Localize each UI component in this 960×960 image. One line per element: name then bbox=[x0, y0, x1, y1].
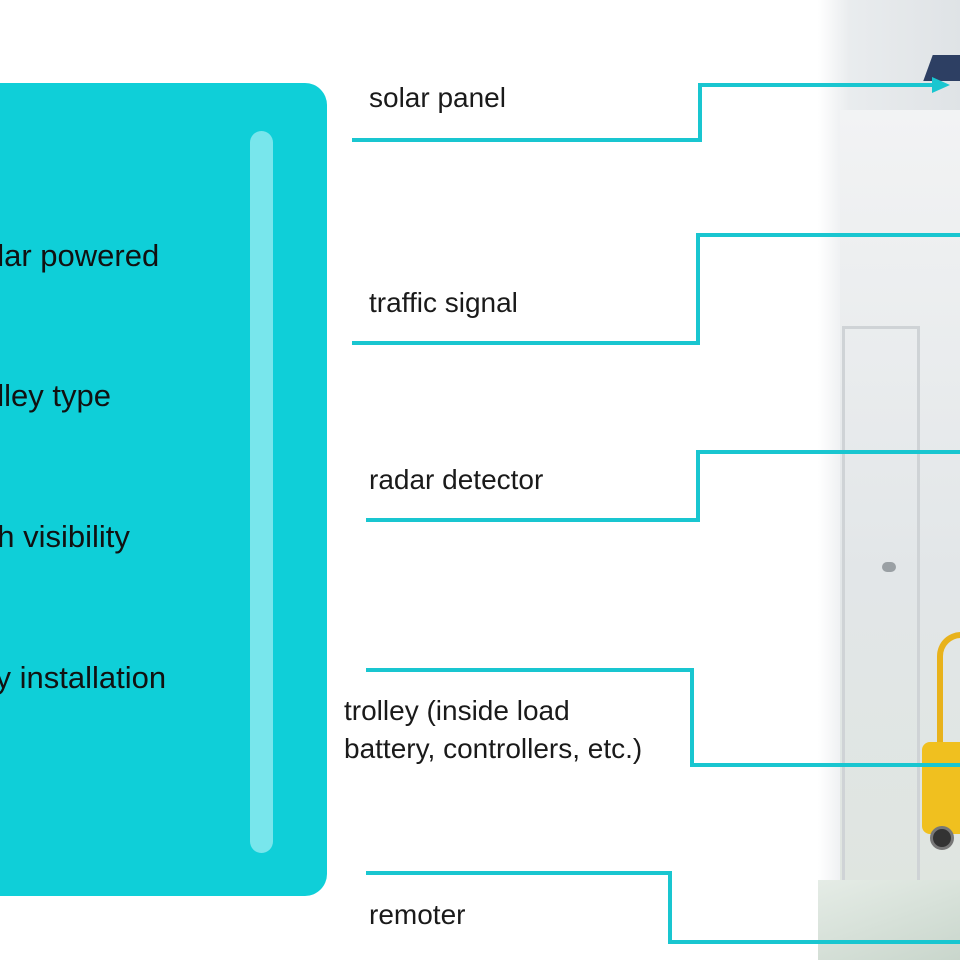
label-traffic-signal: traffic signal bbox=[369, 287, 518, 318]
feature-solar-powered: olar powered bbox=[0, 238, 160, 273]
label-trolley-line-2: battery, controllers, etc.) bbox=[344, 733, 643, 764]
label-solar-panel: solar panel bbox=[369, 82, 506, 113]
label-trolley: trolley (inside load battery, controller… bbox=[344, 692, 642, 768]
trolley-wheel-image bbox=[930, 826, 954, 850]
leader-trolley bbox=[366, 668, 960, 767]
photo-door-frame bbox=[842, 326, 920, 926]
leader-radar-detector bbox=[366, 450, 960, 522]
label-remoter: remoter bbox=[369, 899, 466, 930]
feature-panel-scrollbar[interactable] bbox=[250, 131, 273, 853]
trolley-body-image bbox=[922, 742, 960, 834]
feature-trolley-type: olley type bbox=[0, 378, 111, 413]
photo-floor bbox=[818, 880, 960, 960]
label-trolley-line-1: trolley (inside load bbox=[344, 695, 570, 726]
leader-traffic-signal bbox=[352, 233, 960, 345]
photo-door-knob bbox=[882, 562, 896, 572]
leader-solar-panel bbox=[352, 83, 945, 142]
label-radar-detector: radar detector bbox=[369, 464, 544, 495]
feature-high-visibility: gh visibility bbox=[0, 519, 130, 554]
arrow-solar-panel-icon bbox=[932, 77, 950, 93]
feature-easy-installation: sy installation bbox=[0, 660, 167, 695]
leader-remoter bbox=[366, 871, 960, 944]
